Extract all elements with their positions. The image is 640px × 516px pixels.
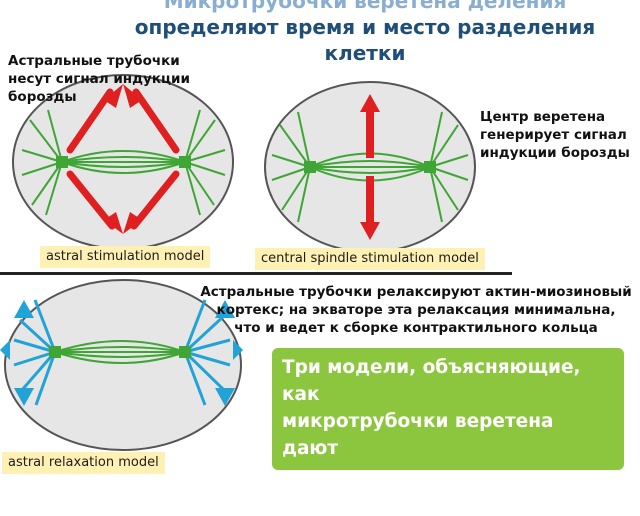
- section-divider: [0, 272, 512, 275]
- label-astral-stimulation: astral stimulation model: [40, 246, 211, 268]
- cell-astral-stimulation: [12, 74, 234, 250]
- note-astral-relax-line: кортекс; на экваторе эта релаксация мини…: [216, 302, 616, 318]
- note-center-signal-line: генерирует сигнал: [480, 127, 627, 143]
- title-line-3: клетки: [324, 41, 406, 65]
- cell-astral-relaxation: [0, 279, 243, 451]
- page-title: Микротрубочки веретена деления определяю…: [95, 0, 635, 66]
- spindle-models-diagram: [0, 74, 476, 451]
- summary-line: микротрубочки веретена дают: [282, 411, 554, 459]
- summary-box: Три модели, объясняющие, как микротрубоч…: [272, 348, 624, 513]
- label-central-spindle: central spindle stimulation model: [255, 248, 485, 270]
- cell-central-spindle: [264, 81, 476, 253]
- note-astral-relax-line: Астральные трубочки релаксируют актин-ми…: [200, 284, 632, 300]
- summary-line: (цитокинезу): [282, 492, 423, 513]
- note-astral-signal-line: борозды: [8, 89, 77, 105]
- note-astral-relax: Астральные трубочки релаксируют актин-ми…: [196, 283, 636, 337]
- title-line-2: определяют время и место разделения: [134, 15, 596, 39]
- note-astral-relax-line: что и ведет к сборке контрактильного кол…: [234, 320, 598, 336]
- note-astral-signal: Астральные трубочки несут сигнал индукци…: [8, 52, 208, 106]
- note-center-signal-line: Центр веретена: [480, 109, 606, 125]
- label-astral-relaxation: astral relaxation model: [2, 452, 165, 474]
- title-line-1: Микротрубочки веретена деления: [163, 0, 567, 13]
- note-center-signal-line: индукции борозды: [480, 145, 630, 161]
- note-center-signal: Центр веретена генерирует сигнал индукци…: [480, 108, 640, 162]
- summary-line: сигнал к разделению клетки: [282, 465, 595, 486]
- note-astral-signal-line: Астральные трубочки: [8, 53, 180, 69]
- summary-line: Три модели, объясняющие, как: [282, 357, 581, 405]
- note-astral-signal-line: несут сигнал индукции: [8, 71, 190, 87]
